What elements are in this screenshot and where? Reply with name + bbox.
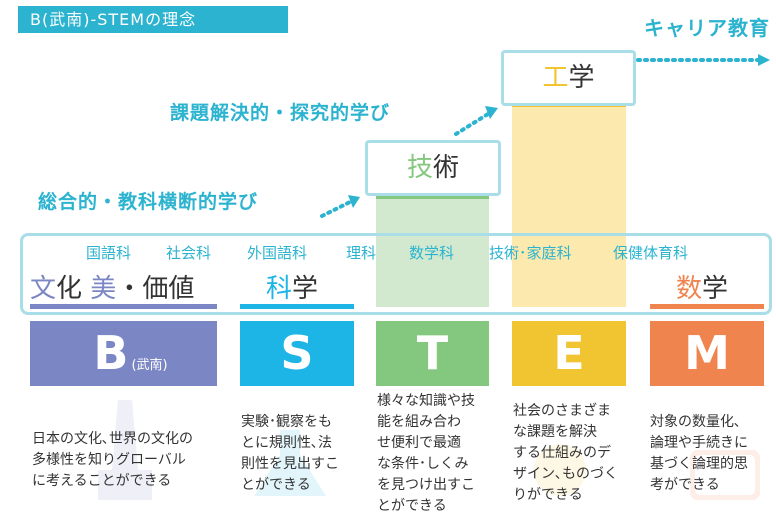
description-b: 日本の文化､世界の文化の 多様性を知りグローバル に考えることができる (32, 429, 232, 492)
description-line: とができる (241, 477, 311, 493)
description-line: に考えることができる (32, 473, 172, 489)
page-title: B(武南)-STEMの理念 (18, 6, 288, 33)
description-m: 対象の数量化､ 論理や手続きに 基づく論理的思 考ができる (650, 412, 774, 496)
tower-illustration-icon (98, 400, 152, 500)
domain-accent: 数 (676, 274, 703, 304)
m-bar (650, 304, 764, 309)
b-bar (30, 304, 217, 309)
subject-japanese: 国語科 (86, 244, 132, 262)
domain-science: 科学 (266, 268, 318, 305)
description-line: 則性を見出すこ (241, 456, 339, 472)
description-line: 社会のさまざま (513, 403, 611, 419)
description-line: 能を組み合わ (377, 414, 461, 430)
description-line: する仕組みのデ (513, 445, 611, 461)
domain-accent: 科 (266, 274, 293, 304)
step-label-integrated: 総合的・教科横断的学び (38, 191, 259, 213)
flask-illustration-icon (254, 430, 326, 496)
subject-math: 数学科 (409, 244, 455, 262)
eng-accent: 工 (542, 63, 569, 93)
description-s: 実験･観察をも とに規則性､法 則性を見出すこ とができる (241, 412, 367, 496)
description-line: 論理や手続きに (650, 435, 748, 451)
subject-social: 社会科 (166, 244, 212, 262)
description-line: な条件･しくみ (377, 456, 469, 472)
tech-rest: 術 (433, 153, 460, 183)
description-line: 対象の数量化､ (650, 414, 741, 430)
stem-letter-b: B (93, 326, 129, 380)
domain-math: 数学 (676, 268, 728, 305)
description-line: 実験･観察をも (241, 414, 332, 430)
eng-pillar (512, 106, 626, 307)
step-arrow-icon (320, 195, 360, 218)
stem-block-b: B(武南) (30, 321, 217, 386)
subject-tech-home: 技術･家庭科 (489, 244, 572, 262)
gear-illustration-icon (534, 444, 586, 496)
subject-health-pe: 保健体育科 (613, 244, 689, 262)
career-arrow-icon (636, 54, 770, 66)
stem-block-m: M (650, 321, 764, 386)
s-bar (240, 304, 354, 309)
eng-heading-box: 工学 (501, 50, 636, 106)
description-line: 考ができる (650, 477, 720, 493)
step-arrow-icon (454, 106, 498, 136)
description-e: 社会のさまざま な課題を解決 する仕組みのデ ザイン､ものづく りができる (513, 401, 639, 506)
description-line: を見つけ出すこ (377, 477, 475, 493)
career-education-label: キャリア教育 (644, 16, 770, 40)
stem-block-t: T (376, 321, 489, 386)
domain-accent: 文 (30, 274, 57, 304)
subject-science: 理科 (346, 244, 377, 262)
domain-text: 学 (292, 274, 319, 304)
description-line: せ便利で最適 (377, 435, 461, 451)
tech-accent: 技 (406, 153, 433, 183)
tech-pillar-top (376, 194, 489, 199)
tech-pillar (376, 197, 489, 307)
eng-rest: 学 (568, 63, 595, 93)
stem-letter-t: T (416, 326, 449, 380)
description-line: 基づく論理的思 (650, 456, 748, 472)
subjects-band (20, 233, 772, 315)
description-line: 日本の文化､世界の文化の (32, 431, 193, 447)
description-line: とができる (377, 498, 447, 514)
subject-foreign-language: 外国語科 (247, 244, 308, 262)
step-label-problem-solving: 課題解決的・探究的学び (170, 102, 391, 124)
domain-text: ・価値 (116, 274, 195, 304)
description-line: 多様性を知りグローバル (32, 452, 186, 468)
description-line: な課題を解決 (513, 424, 597, 440)
stem-block-e: E (512, 321, 626, 386)
tech-heading-box: 技術 (365, 140, 501, 196)
domain-accent: 美 (90, 274, 117, 304)
stem-letter-m: M (684, 326, 730, 380)
domain-text: 化 (56, 274, 83, 304)
description-line: ザイン､ものづく (513, 466, 618, 482)
description-line: とに規則性､法 (241, 435, 332, 451)
description-line: 様々な知識や技 (377, 393, 475, 409)
stem-letter-e: E (553, 326, 585, 380)
domain-text: 学 (702, 274, 729, 304)
stem-letter-s: S (280, 326, 314, 380)
stem-block-s: S (240, 321, 354, 386)
description-line: りができる (513, 487, 583, 503)
stem-sub-b: (武南) (131, 358, 168, 373)
description-t: 様々な知識や技 能を組み合わ せ便利で最適 な条件･しくみ を見つけ出すこ とが… (377, 391, 503, 517)
chart-illustration-icon (690, 450, 760, 500)
domain-culture-beauty-value: 文化 美・価値 (30, 268, 194, 305)
